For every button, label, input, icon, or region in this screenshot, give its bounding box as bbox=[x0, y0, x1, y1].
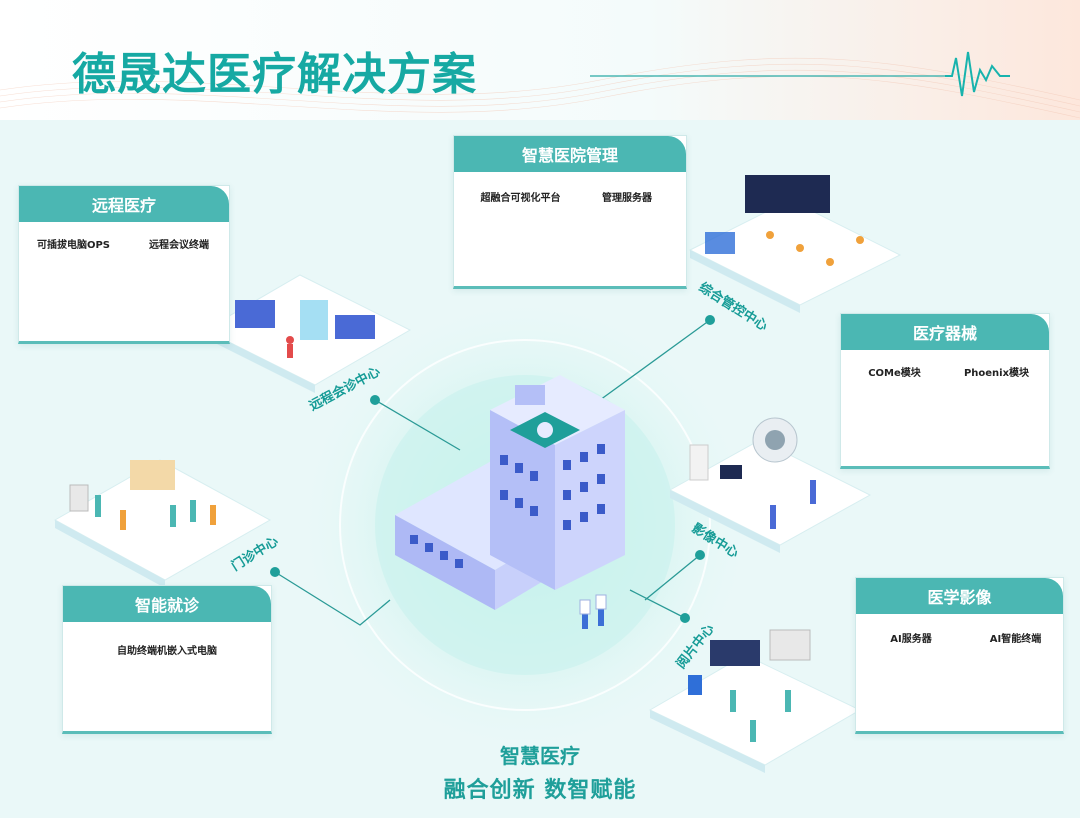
card-smart-visit: 智能就诊 自助终端机嵌入式电脑 bbox=[62, 585, 272, 734]
card-medical-devices: 医疗器械 COMe模块 Phoenix模块 bbox=[840, 313, 1050, 469]
card-header: 医学影像 bbox=[856, 578, 1063, 614]
card-hospital-management: 智慧医院管理 超融合可视化平台 管理服务器 bbox=[453, 135, 687, 289]
card-header: 智慧医院管理 bbox=[454, 136, 686, 172]
scene-outpatient bbox=[53, 459, 272, 588]
item-label: 可插拔电脑OPS bbox=[36, 240, 111, 251]
scene-remote-consult bbox=[203, 274, 412, 393]
item-label: 超融合可视化平台 bbox=[480, 193, 561, 204]
card-header: 智能就诊 bbox=[63, 586, 271, 622]
item-label: COMe模块 bbox=[868, 368, 921, 379]
slogan-line-1: 智慧医疗 bbox=[500, 744, 580, 768]
hospital-building bbox=[395, 375, 625, 629]
slogan-line-2: 融合创新 数智赋能 bbox=[443, 778, 637, 803]
card-remote-medical: 远程医疗 可插拔电脑OPS 远程会议终端 bbox=[18, 185, 230, 344]
card-header: 远程医疗 bbox=[19, 186, 229, 222]
page-title: 德晟达医疗解决方案 bbox=[72, 49, 477, 100]
item-label: AI服务器 bbox=[890, 634, 932, 645]
item-label: Phoenix模块 bbox=[963, 368, 1030, 379]
item-label: 管理服务器 bbox=[602, 193, 652, 204]
scene-control-center bbox=[688, 175, 902, 313]
item-label: 远程会议终端 bbox=[149, 240, 209, 251]
item-label: 自助终端机嵌入式电脑 bbox=[117, 646, 217, 657]
card-medical-imaging: 医学影像 AI服务器 AI智能终端 bbox=[855, 577, 1064, 734]
item-label: AI智能终端 bbox=[989, 634, 1042, 645]
card-header: 医疗器械 bbox=[841, 314, 1049, 350]
scene-imaging-center bbox=[668, 417, 872, 553]
